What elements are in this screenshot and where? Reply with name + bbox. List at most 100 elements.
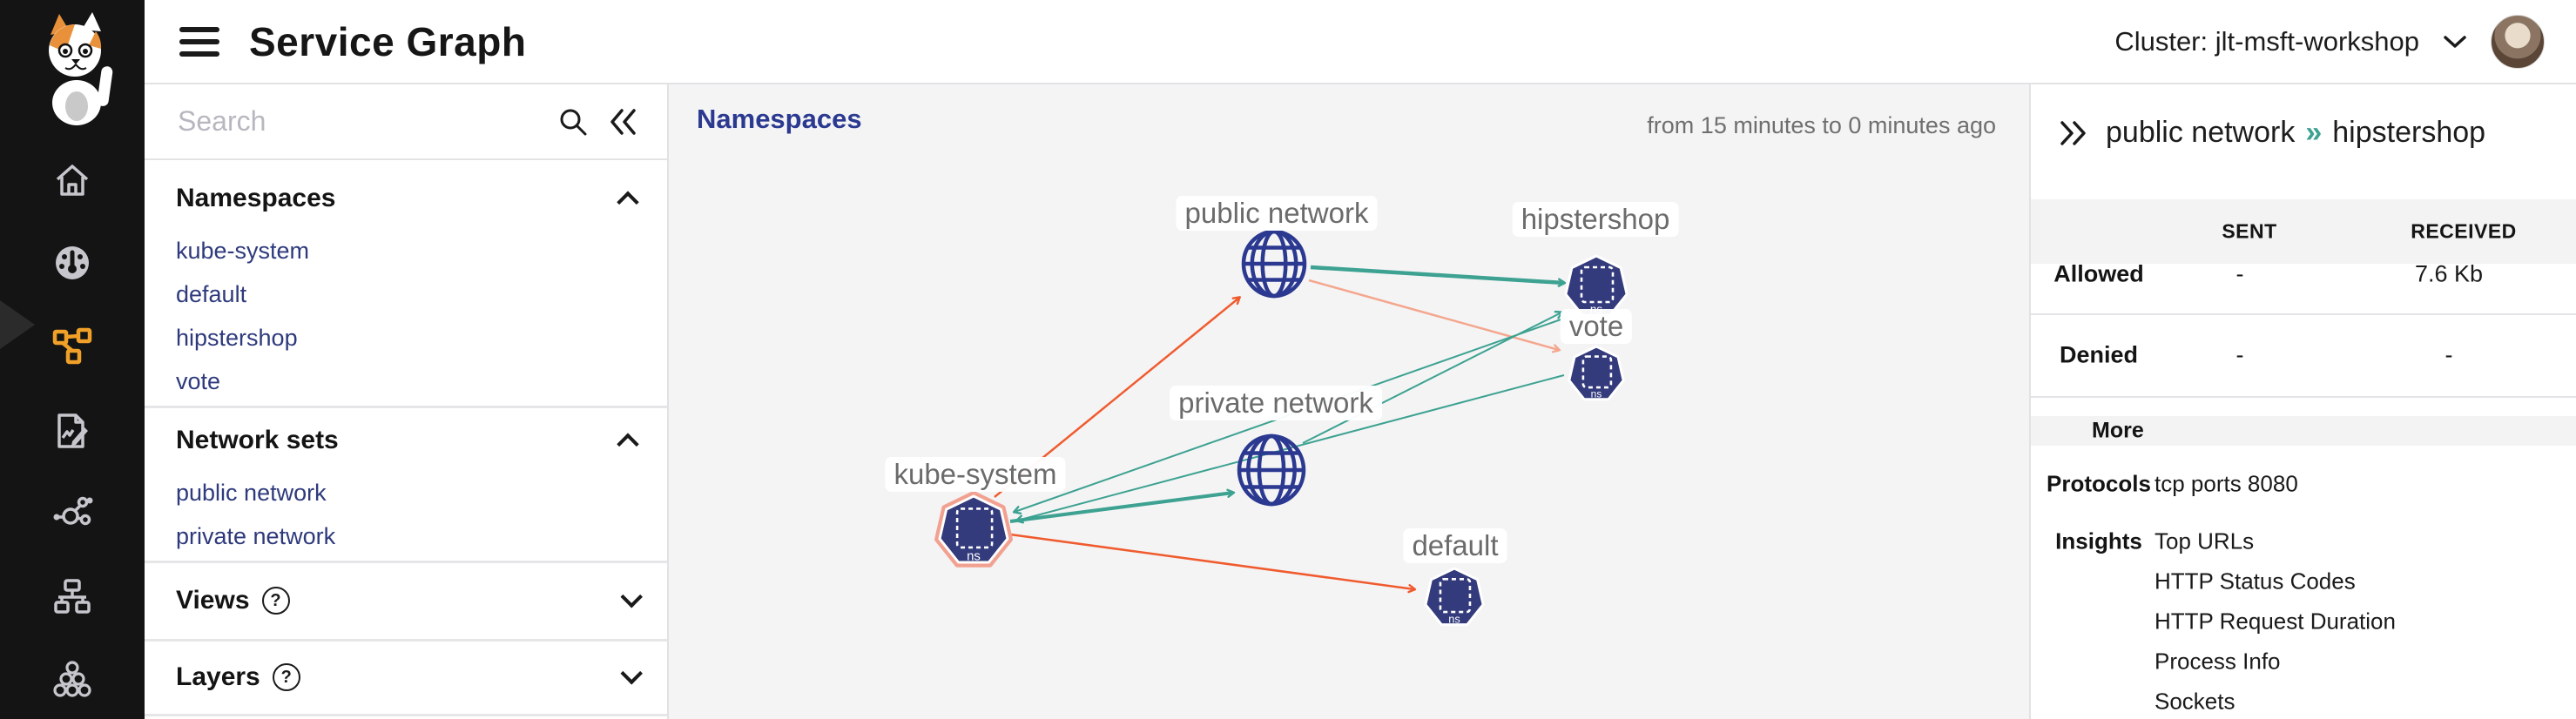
divider (2031, 396, 2576, 398)
namespace-dashed-box (1581, 355, 1613, 389)
collapse-panel-icon[interactable] (2057, 118, 2088, 148)
sidebar-item-label: default (176, 280, 247, 307)
sidebar-section-layers[interactable]: Layers? (145, 655, 667, 699)
graph-node-kube-system[interactable]: ns (934, 491, 1013, 568)
namespace-badge-text: ns (967, 548, 981, 563)
cluster-selector[interactable]: Cluster: jlt-msft-workshop (2114, 25, 2419, 57)
sidebar-item-hipstershop[interactable]: hipstershop (145, 316, 667, 360)
insights-label: Insights (2055, 527, 2142, 554)
sidebar-section-namespaces[interactable]: Namespaces (145, 177, 667, 220)
graph-node-hipstershop[interactable]: ns (1564, 254, 1629, 317)
graph-node-public-network[interactable] (1241, 229, 1307, 299)
clusters-icon[interactable] (51, 660, 93, 702)
sidebar-item-default[interactable]: default (145, 272, 667, 316)
breadcrumb-arrow-icon: » (2305, 116, 2323, 149)
sidebar-item-label: hipstershop (176, 324, 298, 351)
node-label-private-network[interactable]: private network (1170, 386, 1382, 420)
topology-icon[interactable] (51, 575, 93, 617)
rail-decoration-triangle (0, 300, 35, 349)
namespace-dashed-box (1439, 577, 1472, 614)
home-icon[interactable] (51, 159, 93, 201)
service-graph-icon[interactable] (51, 326, 93, 367)
divider (145, 639, 667, 642)
insights-value: HTTP Status Codes (2155, 568, 2356, 595)
namespace-badge-text: ns (1591, 388, 1602, 400)
allowed-label: Allowed (2053, 260, 2144, 287)
received-column-header: RECEIVED (2411, 219, 2517, 243)
insights-value: Process Info (2155, 648, 2281, 675)
sidebar-section-views[interactable]: Views? (145, 579, 667, 622)
section-title: Network sets (176, 426, 339, 454)
allowed-sent-value: - (2235, 260, 2244, 287)
collapse-sidebar-icon[interactable] (608, 107, 637, 137)
page-title: Service Graph (249, 18, 527, 64)
chevron-down-icon[interactable] (620, 586, 643, 608)
divider (2031, 313, 2576, 315)
sidebar-section-network-sets[interactable]: Network sets (145, 419, 667, 462)
search-row (145, 84, 667, 160)
section-title: Layers (176, 662, 260, 691)
calico-cat-logo (49, 12, 113, 125)
section-title: Views (176, 586, 250, 615)
chevron-up-icon[interactable] (617, 433, 639, 455)
chevron-up-icon[interactable] (617, 191, 639, 213)
namespace-dashed-box (1580, 265, 1615, 304)
help-icon[interactable]: ? (272, 663, 300, 691)
sent-column-header: SENT (2222, 219, 2277, 243)
sidebar-item-kube-system[interactable]: kube-system (145, 229, 667, 272)
policies-icon[interactable] (51, 410, 93, 452)
breadcrumb-target[interactable]: hipstershop (2332, 116, 2486, 149)
sidebar-item-label: public network (176, 479, 327, 506)
divider (145, 714, 667, 716)
graph-edge-kube-system-to-default[interactable] (1009, 533, 1417, 594)
node-label-default[interactable]: default (1403, 528, 1507, 563)
namespace-dashed-box (955, 507, 994, 549)
time-range-label: from 15 minutes to 0 minutes ago (1647, 112, 1996, 138)
graph-node-vote[interactable]: ns (1568, 345, 1625, 401)
sidebar-item-public-network[interactable]: public network (145, 471, 667, 514)
detail-panel: public network » hipstershop SENT RECEIV… (2029, 84, 2576, 719)
divider (145, 406, 667, 408)
insights-value: HTTP Request Duration (2155, 608, 2396, 635)
sidebar-item-label: kube-system (176, 237, 310, 264)
graph-edge-public-network-to-vote[interactable] (1308, 279, 1561, 353)
user-avatar[interactable] (2491, 14, 2545, 69)
node-highlight-ring (934, 491, 1013, 568)
graph-canvas[interactable]: Namespaces from 15 minutes to 0 minutes … (669, 84, 2029, 719)
graph-edge-kube-system-to-private-network[interactable] (1009, 488, 1236, 523)
sidebar: Namespaces kube-system default hipstershop v… (145, 84, 669, 719)
chevron-down-icon[interactable] (620, 662, 643, 685)
node-label-hipstershop[interactable]: hipstershop (1512, 202, 1679, 237)
search-icon[interactable] (557, 106, 589, 138)
namespace-badge-text: ns (1448, 612, 1460, 625)
node-label-kube-system[interactable]: kube-system (885, 457, 1066, 492)
globe-icon (1237, 433, 1306, 507)
node-label-vote[interactable]: vote (1560, 309, 1633, 344)
stats-header-band: SENT RECEIVED (2031, 199, 2576, 264)
graph-node-default[interactable]: ns (1424, 567, 1485, 627)
divider (145, 561, 667, 563)
edge-breadcrumb: public network » hipstershop (2106, 116, 2485, 150)
search-input[interactable] (178, 105, 557, 138)
menu-icon[interactable] (179, 26, 219, 57)
breadcrumb-source[interactable]: public network (2106, 116, 2296, 149)
service-graph[interactable]: ns ns ns ns (669, 84, 2029, 719)
protocols-value: tcp ports 8080 (2155, 470, 2298, 497)
flow-visualization-icon[interactable] (51, 493, 93, 534)
sidebar-item-label: vote (176, 367, 221, 394)
top-bar: Service Graph Cluster: jlt-msft-workshop (145, 0, 2576, 84)
help-icon[interactable]: ? (261, 587, 290, 615)
chevron-down-icon[interactable] (2442, 33, 2468, 50)
node-label-public-network[interactable]: public network (1176, 196, 1378, 231)
more-section-title: More (2092, 418, 2144, 443)
dashboard-icon[interactable] (51, 242, 93, 284)
canvas-view-label: Namespaces (697, 104, 862, 134)
graph-node-private-network[interactable] (1237, 433, 1306, 507)
left-nav-rail (0, 0, 145, 719)
sidebar-item-label: private network (176, 522, 336, 549)
denied-label: Denied (2059, 341, 2139, 368)
graph-edge-public-network-to-hipstershop[interactable] (1310, 265, 1567, 287)
sidebar-item-private-network[interactable]: private network (145, 514, 667, 558)
sidebar-item-vote[interactable]: vote (145, 360, 667, 403)
